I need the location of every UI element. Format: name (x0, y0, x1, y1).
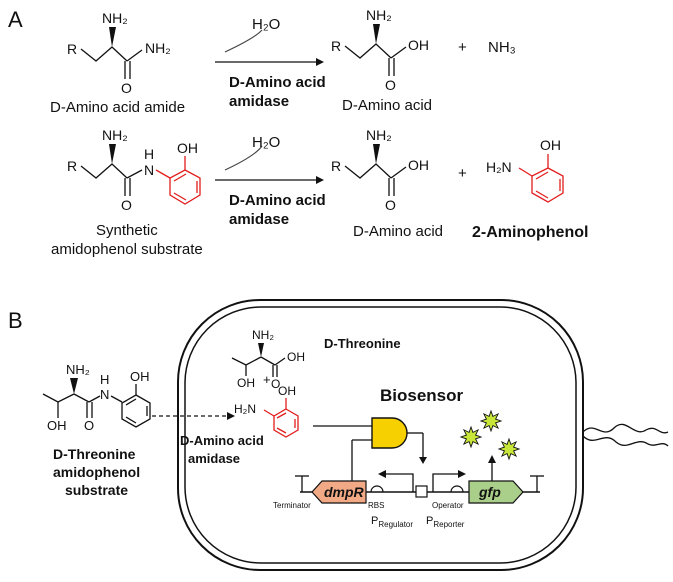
carbonyl-oxygen-label: O (385, 197, 396, 213)
gfp-label: gfp (478, 484, 501, 500)
cell-outer-membrane (177, 299, 584, 571)
fluorescence-glow-2 (479, 409, 503, 433)
p-reporter-label: PReporter (426, 515, 465, 529)
substrate-caption-line1: Synthetic (96, 222, 158, 239)
cell-enzyme-line1: D-Amino acid (180, 433, 264, 448)
oh-label: OH (47, 418, 67, 433)
reaction-arrow-1 (215, 29, 324, 66)
rbs-symbol-2 (450, 485, 464, 493)
dmpR-gene (311, 480, 367, 504)
h-label: H (100, 372, 109, 387)
terminator-right (530, 475, 544, 492)
r-group-label: R (67, 158, 77, 174)
aminophenol-h2n-label: H₂N (486, 159, 512, 175)
hydroxyl-label: OH (408, 37, 429, 53)
gfp-gene (468, 480, 524, 504)
nh2-label: NH₂ (66, 362, 90, 377)
threonine-amidophenol-structure: OH NH₂ O H N OH (42, 362, 151, 433)
amine-label: NH₂ (366, 127, 392, 143)
plus-sign-1: + (458, 39, 467, 56)
operator-label: Operator (432, 501, 464, 510)
amino-acid-structure-2: R NH₂ O OH (331, 127, 429, 213)
enzyme-label-2a: D-Amino acid (229, 192, 326, 209)
water-reagent-1: H₂O (252, 16, 280, 33)
amine-label: NH₂ (366, 7, 392, 23)
amide-n-label: N (144, 162, 154, 178)
product-caption-2: D-Amino acid (353, 223, 443, 240)
substrate-name-line3: substrate (65, 482, 128, 498)
o-label: O (84, 418, 94, 433)
product-caption-1: D-Amino acid (342, 97, 432, 114)
amide-h-label: H (144, 146, 154, 162)
hydroxyl-label: OH (408, 157, 429, 173)
threonine-name: D-Threonine (324, 336, 401, 351)
carbonyl-oxygen-label: O (121, 197, 132, 213)
r-group-label: R (331, 38, 341, 54)
oh-label: OH (130, 369, 150, 384)
fluorescence-group (459, 409, 521, 461)
r-group-label: R (331, 158, 341, 174)
ammonia-byproduct: NH₃ (488, 39, 516, 56)
oh-label: OH (237, 376, 255, 390)
aminophenol-inside-structure: H₂N OH (234, 384, 299, 438)
fluorescence-glow-1 (459, 425, 483, 449)
aminophenol-caption: 2-Aminophenol (472, 224, 588, 241)
substrate-name-line1: D-Threonine (53, 446, 136, 462)
carbonyl-oxygen-label: O (121, 80, 132, 96)
amide-nh2-label: NH₂ (145, 40, 171, 56)
regulator-promoter-arrow (378, 470, 414, 492)
water-reagent-2: H₂O (252, 134, 280, 151)
reaction-arrow-2 (215, 145, 324, 184)
amine-label: NH₂ (102, 10, 128, 26)
cell-inner-membrane (184, 306, 577, 564)
operator-box (415, 485, 428, 498)
oh-label: OH (278, 384, 296, 398)
enzyme-label-1a: D-Amino acid (229, 74, 326, 91)
flagellum (582, 423, 669, 434)
carbonyl-oxygen-label: O (385, 77, 396, 93)
rbs-symbol (370, 485, 384, 493)
panel-a-label: A (8, 7, 23, 32)
amino-acid-structure-1: R NH₂ O OH (331, 7, 429, 93)
amidophenol-substrate-structure: R NH₂ O H N OH (67, 127, 201, 213)
aminophenol-structure: H₂N OH (486, 137, 564, 203)
r-group-label: R (67, 41, 77, 57)
p-regulator-label: PRegulator (371, 515, 413, 529)
amine-label: NH₂ (102, 127, 128, 143)
biosensor-title: Biosensor (380, 386, 464, 405)
rbs-label: RBS (368, 501, 384, 510)
amino-acid-amide-structure: R NH₂ O NH₂ (67, 10, 171, 96)
terminator-label: Terminator (273, 501, 311, 510)
aminophenol-oh-label: OH (540, 137, 561, 153)
dmpR-label: dmpR (324, 484, 365, 500)
substrate-caption: D-Amino acid amide (50, 99, 185, 116)
enzyme-label-1b: amidase (229, 93, 289, 110)
threonine-structure: OH NH₂ O OH (231, 328, 305, 391)
substrate-name-line2: amidophenol (53, 464, 140, 480)
n-label: N (100, 387, 109, 402)
enzyme-label-2b: amidase (229, 211, 289, 228)
and-gate (371, 417, 408, 449)
oh-label: OH (287, 350, 305, 364)
terminator-left (295, 475, 309, 492)
cell-enzyme-line2: amidase (188, 451, 240, 466)
plus-sign-b: + (263, 372, 271, 387)
o-label: O (271, 377, 280, 391)
panel-b-label: B (8, 308, 23, 333)
phenol-oh-label: OH (177, 140, 198, 156)
substrate-caption-line2: amidophenol substrate (51, 241, 203, 258)
nh2-label: NH₂ (252, 328, 274, 342)
reporter-promoter-arrow (432, 470, 466, 492)
h2n-label: H₂N (234, 402, 256, 416)
plus-sign-2: + (458, 165, 467, 182)
fluorescence-glow-3 (497, 437, 521, 461)
